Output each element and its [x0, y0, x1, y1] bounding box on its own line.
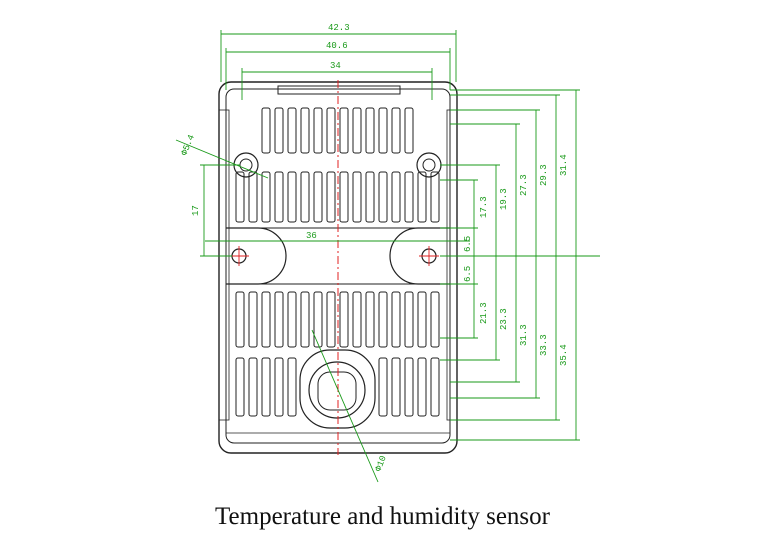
- dim-right-label: 27.3: [519, 174, 529, 196]
- vent-slot: [365, 107, 375, 154]
- vent-slot: [261, 171, 271, 223]
- vent-slot: [430, 291, 440, 348]
- vent-slots-bottom-lower: [235, 357, 440, 417]
- vent-slot: [391, 291, 401, 348]
- vent-slot: [235, 357, 245, 417]
- vent-slot: [300, 171, 310, 223]
- vent-slot: [313, 107, 323, 154]
- vent-slot: [391, 107, 401, 154]
- dim-right-label: 29.3: [539, 164, 549, 186]
- dim-slot-width: 34: [330, 61, 341, 71]
- vent-slot: [261, 107, 271, 154]
- figure-caption: Temperature and humidity sensor: [215, 503, 550, 530]
- mounting-hole-top-right: [416, 152, 442, 178]
- vent-slot: [300, 107, 310, 154]
- vent-slot: [235, 291, 245, 348]
- vent-slot: [404, 171, 414, 223]
- vent-slots-bottom: [235, 291, 440, 348]
- vent-slots-top: [261, 107, 414, 154]
- vent-slot: [313, 291, 323, 348]
- dim-hole-spacing: 36: [306, 231, 317, 241]
- vent-slot: [378, 291, 388, 348]
- vent-slot: [287, 171, 297, 223]
- right-top-dimension-labels: 6.5 17.3 19.3 27.3 29.3 31.4: [463, 154, 569, 252]
- vent-slot: [378, 357, 388, 417]
- vent-slot: [365, 171, 375, 223]
- vent-slot: [313, 171, 323, 223]
- vent-slot: [365, 291, 375, 348]
- vent-slot: [326, 107, 336, 154]
- vent-slot: [417, 291, 427, 348]
- vent-slot: [261, 291, 271, 348]
- vent-slot: [352, 291, 362, 348]
- vent-slot: [287, 291, 297, 348]
- vent-slot: [417, 357, 427, 417]
- vent-slot: [339, 291, 349, 348]
- dim-right-label: 6.5: [463, 236, 473, 252]
- vent-slot: [430, 357, 440, 417]
- vent-slot: [339, 171, 349, 223]
- vent-slot: [378, 107, 388, 154]
- right-rail: [446, 109, 458, 421]
- sensor-drawing: 42.3 40.6 34 36 Φ5.4 17 Φ10 6.5 17.3 19.3 2…: [175, 23, 600, 483]
- dim-overall-width: 42.3: [328, 23, 350, 33]
- vent-slot: [404, 291, 414, 348]
- dim-right-label: 31.3: [519, 324, 529, 346]
- vent-slot: [300, 291, 310, 348]
- vent-slot: [274, 357, 284, 417]
- vent-slot: [248, 357, 258, 417]
- vent-slot: [248, 291, 258, 348]
- dim-vent-diameter: Φ10: [374, 454, 389, 473]
- dim-top-hole-to-mid: 17: [191, 205, 201, 216]
- vent-slot: [391, 357, 401, 417]
- vent-slots-top-lower: [235, 171, 440, 223]
- housing-top-lip: [277, 85, 401, 95]
- dim-hole-diameter: Φ5.4: [180, 133, 197, 157]
- vent-slot: [378, 171, 388, 223]
- dim-right-label: 6.5: [463, 266, 473, 282]
- mounting-hole-mid-right: [419, 246, 439, 266]
- vent-slot: [261, 357, 271, 417]
- vent-slot: [248, 171, 258, 223]
- vent-slot: [287, 357, 297, 417]
- dim-right-label: 31.4: [559, 154, 569, 176]
- vent-slot: [352, 171, 362, 223]
- vent-slot: [339, 107, 349, 154]
- left-rail: [218, 109, 230, 421]
- middle-band: [226, 227, 450, 285]
- vent-slot: [404, 357, 414, 417]
- dim-right-label: 17.3: [479, 196, 489, 218]
- vent-slot: [352, 107, 362, 154]
- vent-slot: [326, 291, 336, 348]
- vent-slot: [274, 107, 284, 154]
- dim-inner-width: 40.6: [326, 41, 348, 51]
- vent-slot: [404, 107, 414, 154]
- right-bottom-dimension-labels: 6.5 21.3 23.3 31.3 33.3 35.4: [463, 266, 569, 366]
- vent-slot: [274, 171, 284, 223]
- vent-slot: [430, 171, 440, 223]
- vent-slot: [326, 171, 336, 223]
- dim-right-label: 19.3: [499, 188, 509, 210]
- dim-right-label: 35.4: [559, 344, 569, 366]
- dim-right-label: 33.3: [539, 334, 549, 356]
- vent-slot: [274, 291, 284, 348]
- vent-slot: [417, 171, 427, 223]
- dim-right-label: 23.3: [499, 308, 509, 330]
- vent-slot: [391, 171, 401, 223]
- dim-right-label: 21.3: [479, 302, 489, 324]
- vent-slot: [287, 107, 297, 154]
- vent-slot: [235, 171, 245, 223]
